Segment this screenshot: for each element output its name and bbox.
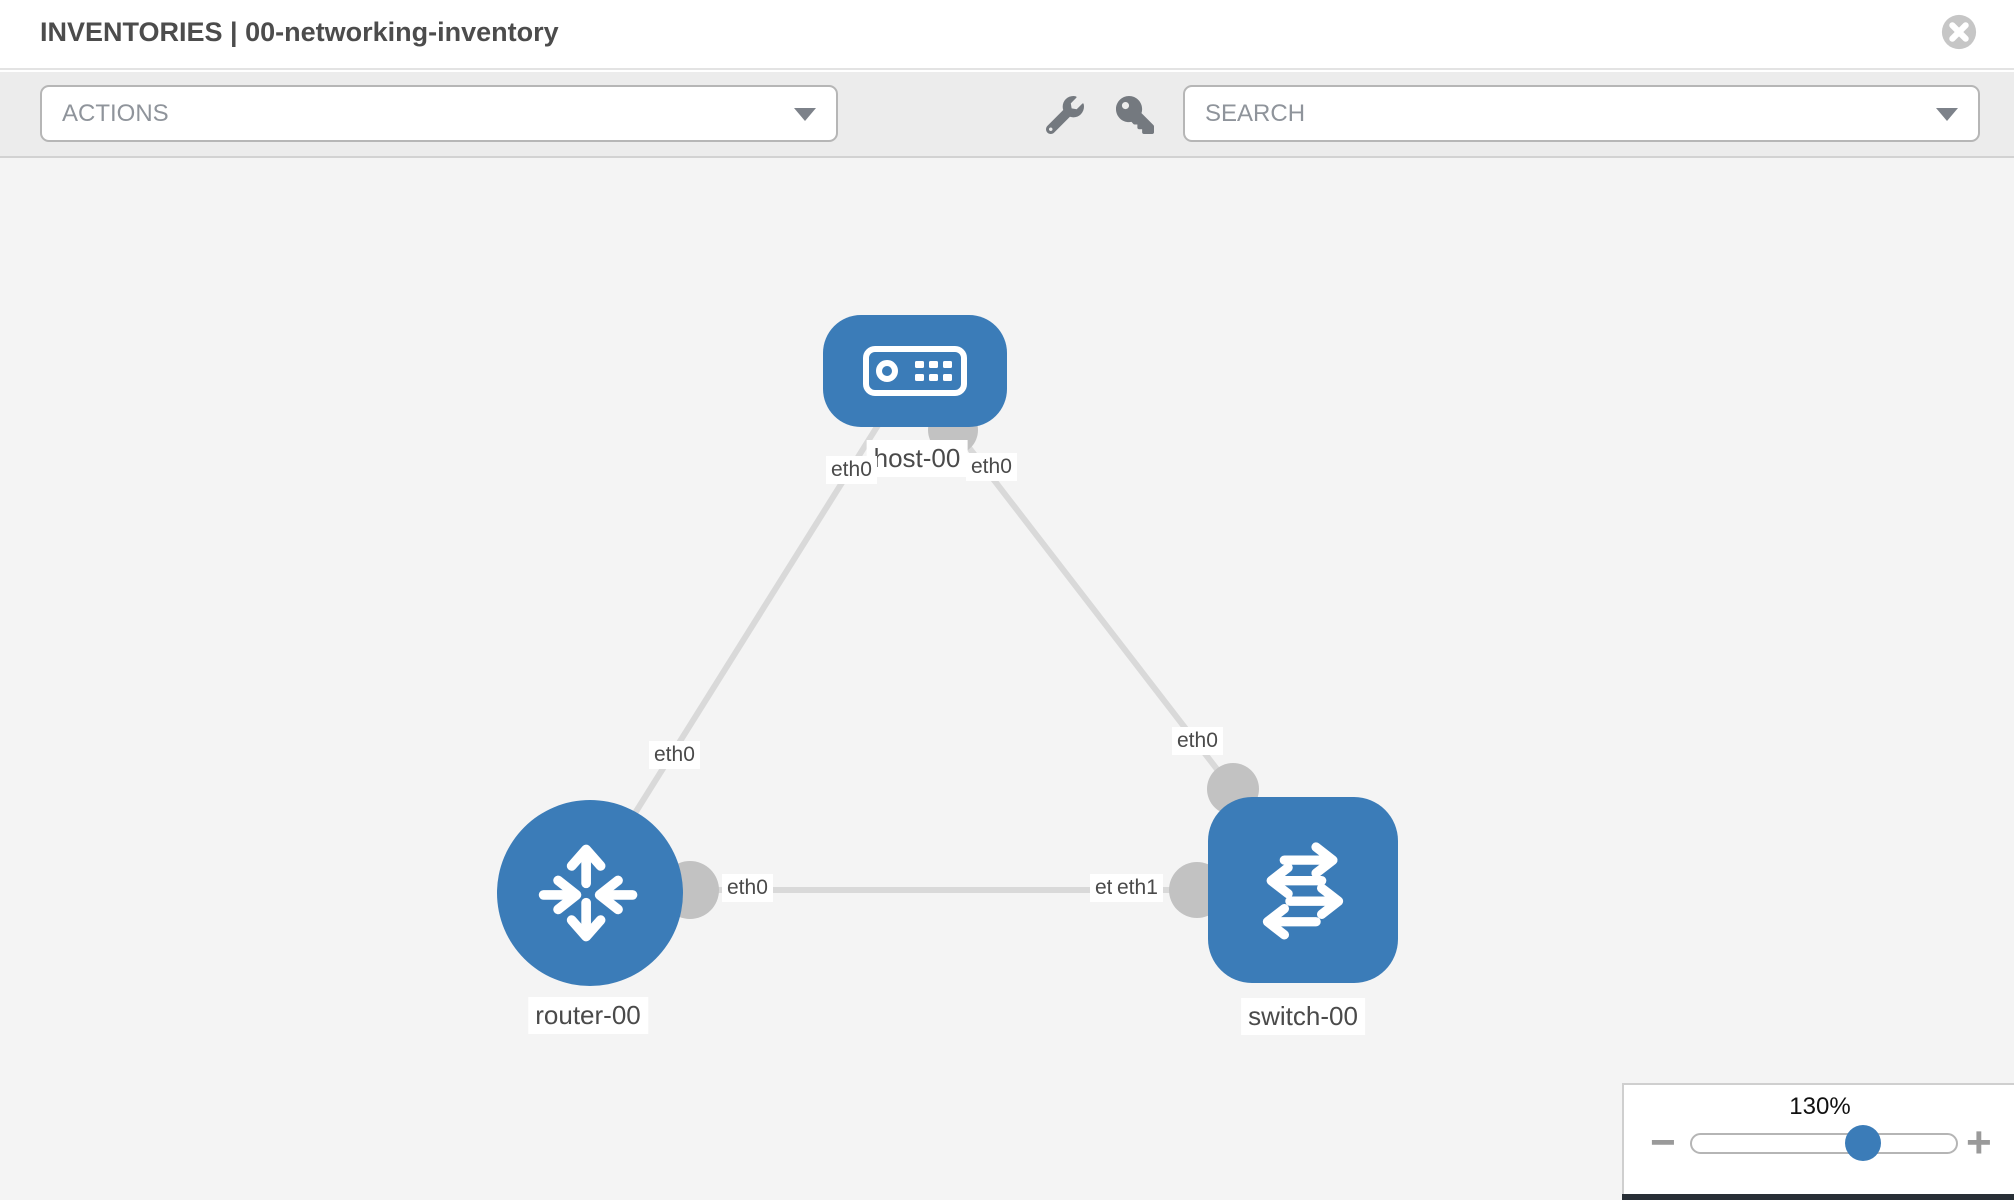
iface-label: eth0 (1172, 727, 1223, 756)
modal-header: INVENTORIES | 00-networking-inventory (0, 0, 2014, 70)
node-switch-00[interactable] (1208, 797, 1398, 983)
zoom-control-panel: 130% − + (1622, 1083, 2014, 1200)
bottom-edge-strip (1622, 1194, 2014, 1200)
iface-label: eth0 (826, 456, 877, 485)
zoom-level: 130% (1789, 1093, 1851, 1120)
actions-dropdown[interactable]: ACTIONS (40, 85, 838, 142)
toolbar: ACTIONS SEARCH (0, 72, 2014, 158)
chevron-down-icon (794, 107, 816, 121)
switch-icon (1262, 842, 1344, 940)
zoom-out-button[interactable]: − (1650, 1118, 1676, 1167)
actions-dropdown-label: ACTIONS (62, 99, 169, 127)
router-icon (538, 844, 638, 942)
iface-label: eth0 (722, 874, 773, 903)
close-icon[interactable] (1940, 13, 1978, 51)
wrench-icon[interactable] (1045, 96, 1084, 135)
node-label-router: router-00 (528, 997, 648, 1034)
zoom-slider-handle[interactable] (1845, 1125, 1881, 1161)
search-dropdown-label: SEARCH (1205, 99, 1306, 127)
node-label-switch: switch-00 (1241, 998, 1365, 1035)
key-icon[interactable] (1116, 96, 1154, 134)
zoom-slider-track[interactable] (1690, 1133, 1958, 1154)
topology-canvas[interactable]: host-00 router-00 switch-00 eth0 eth0 et… (0, 158, 2014, 1200)
chevron-down-icon (1936, 107, 1958, 121)
node-router-00[interactable] (497, 800, 683, 986)
topology-edges (582, 405, 1259, 919)
iface-label: eth0 (649, 741, 700, 770)
zoom-in-button[interactable]: + (1966, 1118, 1992, 1167)
iface-label: eth0 (966, 453, 1017, 482)
iface-label: eth1 (1112, 874, 1163, 903)
node-label-host: host-00 (866, 440, 968, 477)
search-dropdown[interactable]: SEARCH (1183, 85, 1980, 142)
page-title: INVENTORIES | 00-networking-inventory (40, 17, 559, 47)
host-icon (863, 346, 967, 396)
node-host-00[interactable] (823, 315, 1007, 427)
